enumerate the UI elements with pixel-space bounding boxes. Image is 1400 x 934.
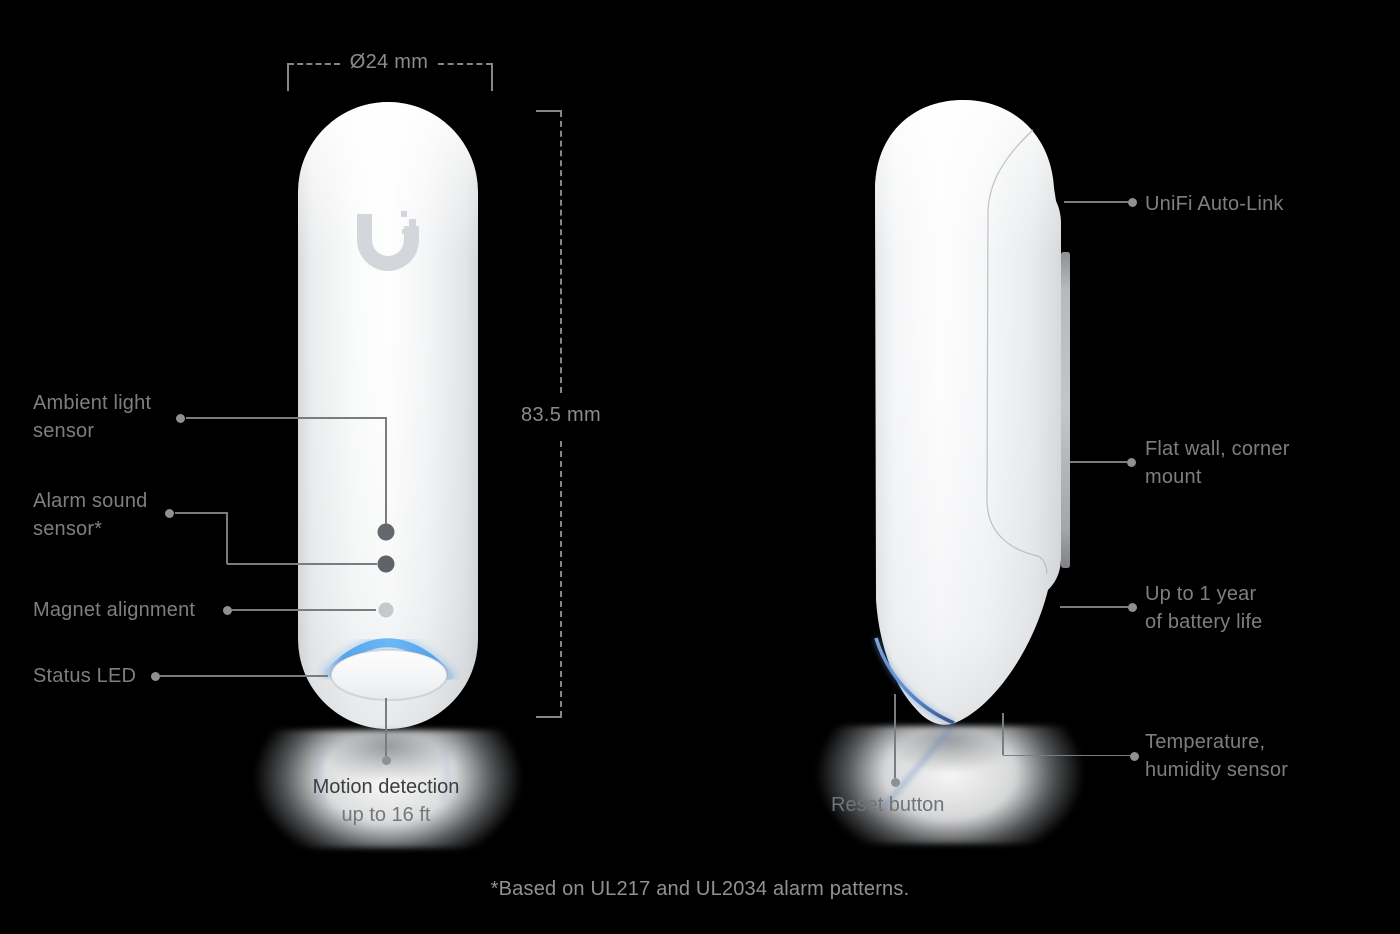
height-cap-top bbox=[536, 110, 562, 112]
side-led-streak bbox=[874, 637, 955, 725]
ambient-light-sensor-dot bbox=[377, 523, 395, 541]
side-device-illustration bbox=[870, 95, 1080, 735]
leader-autolink-h bbox=[1064, 201, 1128, 203]
height-cap-bottom bbox=[536, 716, 562, 718]
leader-dot-temp bbox=[1129, 751, 1139, 761]
label-alarm-sound-sensor: Alarm sound sensor* bbox=[33, 487, 147, 543]
leader-dot-ambient-label bbox=[175, 413, 185, 423]
leader-dot-motion bbox=[381, 756, 391, 765]
mount-plate bbox=[1061, 252, 1070, 568]
leader-mount-h bbox=[1070, 461, 1127, 463]
label-line: Magnet alignment bbox=[33, 599, 196, 621]
label-motion-detection-line2: up to 16 ft bbox=[341, 804, 431, 826]
side-device-reflection bbox=[800, 724, 1100, 844]
label-line: mount bbox=[1145, 466, 1202, 488]
leader-alarm-v bbox=[226, 512, 228, 564]
label-line: of battery life bbox=[1145, 611, 1263, 633]
leader-status-h bbox=[160, 675, 328, 677]
leader-reset-v bbox=[894, 694, 896, 778]
front-device-svg bbox=[298, 102, 478, 729]
side-reflection-detail bbox=[881, 724, 954, 810]
height-dash-upper bbox=[560, 111, 562, 393]
label-wall-mount: Flat wall, corner mount bbox=[1145, 435, 1290, 491]
label-line: Status LED bbox=[33, 665, 137, 687]
leader-dot-magnet-label bbox=[222, 605, 232, 615]
diameter-dash-left bbox=[288, 63, 340, 65]
label-status-led: Status LED bbox=[33, 662, 136, 690]
motion-sensor-dome bbox=[330, 649, 448, 701]
height-dimension-label: 83.5 mm bbox=[521, 404, 601, 426]
label-line: UniFi Auto-Link bbox=[1145, 193, 1284, 215]
diameter-dash-right bbox=[438, 63, 492, 65]
side-device-shading bbox=[875, 100, 1061, 725]
leader-magnet-h bbox=[232, 609, 376, 611]
reflection-led-hint-right bbox=[440, 747, 449, 803]
leader-dot-mount bbox=[1126, 457, 1136, 467]
label-temperature-humidity: Temperature, humidity sensor bbox=[1145, 728, 1288, 784]
label-motion-detection-line1: Motion detection bbox=[312, 776, 460, 798]
leader-ambient-v bbox=[385, 417, 387, 524]
label-battery-life: Up to 1 year of battery life bbox=[1145, 580, 1263, 636]
leader-dot-autolink bbox=[1127, 197, 1137, 207]
label-line: Up to 1 year bbox=[1145, 583, 1257, 605]
diameter-tick-left bbox=[287, 63, 289, 91]
back-section-seam bbox=[986, 129, 1048, 575]
label-line: Alarm sound bbox=[33, 490, 148, 512]
leader-alarm-h1 bbox=[175, 512, 228, 514]
leader-temp-v bbox=[1002, 713, 1004, 755]
leader-temp-h bbox=[1003, 754, 1130, 756]
front-device-illustration bbox=[298, 102, 478, 729]
alarm-sound-sensor-dot bbox=[377, 555, 395, 573]
label-magnet-alignment: Magnet alignment bbox=[33, 596, 195, 624]
front-device-shading bbox=[298, 102, 478, 729]
ubiquiti-logo-icon bbox=[357, 211, 419, 271]
label-reset-button: Reset button bbox=[831, 794, 945, 816]
label-ambient-light-sensor: Ambient light sensor bbox=[33, 389, 151, 445]
reflection-led-streak bbox=[881, 724, 954, 810]
leader-motion-v bbox=[385, 698, 387, 756]
side-device-svg bbox=[872, 100, 1070, 727]
magnet-alignment-dot bbox=[378, 602, 394, 618]
label-line: Ambient light bbox=[33, 392, 152, 414]
front-reflection-detail bbox=[317, 747, 449, 803]
leader-dot-status-label bbox=[150, 671, 160, 681]
height-dash-lower bbox=[560, 441, 562, 717]
leader-dot-battery bbox=[1127, 602, 1137, 612]
leader-ambient-h bbox=[186, 417, 386, 419]
leader-dot-alarm-label bbox=[164, 508, 174, 518]
label-line: sensor* bbox=[33, 518, 103, 540]
leader-battery-h bbox=[1060, 606, 1128, 608]
label-line: sensor bbox=[33, 420, 95, 442]
label-line: Flat wall, corner bbox=[1145, 438, 1290, 460]
label-unifi-auto-link: UniFi Auto-Link bbox=[1145, 190, 1284, 218]
label-line: Temperature, bbox=[1145, 731, 1266, 753]
reflection-led-hint-left bbox=[317, 747, 326, 803]
label-line: humidity sensor bbox=[1145, 759, 1289, 781]
leader-alarm-h2 bbox=[227, 563, 377, 565]
diameter-dimension-label: Ø24 mm bbox=[349, 51, 429, 73]
leader-dot-reset bbox=[890, 777, 900, 787]
footer-note: *Based on UL217 and UL2034 alarm pattern… bbox=[490, 878, 910, 900]
diameter-tick-right bbox=[491, 63, 493, 91]
front-device-reflection bbox=[238, 730, 538, 848]
